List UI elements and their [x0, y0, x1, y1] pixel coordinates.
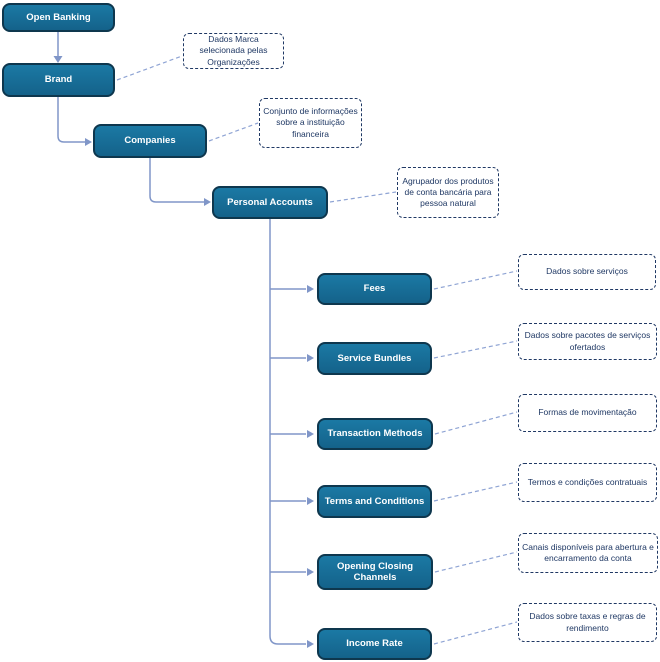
node-transaction-methods: Transaction Methods: [317, 418, 433, 450]
edge-companies-personal: [149, 158, 204, 203]
node-terms-and-conditions-label: Terms and Conditions: [324, 495, 425, 507]
node-terms-and-conditions: Terms and Conditions: [317, 485, 432, 518]
note-link-opening-closing: [434, 551, 518, 573]
edge-brand-companies: [57, 97, 86, 143]
node-companies-label: Companies: [124, 135, 176, 147]
note-link-service-bundles: [433, 340, 518, 359]
note-companies-text: Conjunto de informações sobre a institui…: [263, 106, 358, 139]
note-income-rate: Dados sobre taxas e regras de rendimento: [518, 603, 657, 642]
arrowhead-income-rate: [307, 640, 314, 648]
arrowhead-service-bundles: [307, 354, 314, 362]
arrowhead-transaction-methods: [307, 430, 314, 438]
arrowhead-terms: [307, 497, 314, 505]
edge-trunk-personal-children: [269, 219, 306, 645]
note-terms-and-conditions-text: Termos e condições contratuais: [527, 476, 648, 487]
note-companies: Conjunto de informações sobre a institui…: [259, 98, 362, 148]
node-brand-label: Brand: [44, 74, 73, 86]
arrowhead-fees: [307, 285, 314, 293]
node-income-rate-label: Income Rate: [346, 638, 403, 650]
note-opening-closing-channels: Canais disponíveis para abertura e encar…: [518, 533, 658, 573]
note-service-bundles: Dados sobre pacotes de serviços ofertado…: [518, 323, 657, 360]
note-link-fees: [433, 270, 518, 290]
note-personal-accounts-text: Agrupador dos produtos de conta bancária…: [402, 175, 494, 209]
node-service-bundles-label: Service Bundles: [337, 352, 412, 364]
node-fees: Fees: [317, 273, 432, 305]
note-service-bundles-text: Dados sobre pacotes de serviços ofertado…: [524, 330, 651, 352]
note-opening-closing-channels-text: Canais disponíveis para abertura e encar…: [522, 541, 654, 563]
note-fees: Dados sobre serviços: [518, 254, 656, 290]
node-personal-accounts-label: Personal Accounts: [227, 196, 313, 208]
node-brand: Brand: [2, 63, 115, 97]
node-opening-closing-channels-label: Opening Closing Channels: [337, 560, 413, 583]
note-income-rate-text: Dados sobre taxas e regras de rendimento: [529, 611, 646, 633]
node-fees-label: Fees: [363, 283, 386, 295]
node-service-bundles: Service Bundles: [317, 342, 432, 375]
node-transaction-methods-label: Transaction Methods: [327, 428, 423, 440]
note-link-terms: [433, 481, 518, 502]
note-transaction-methods-text: Formas de movimentação: [538, 407, 637, 418]
note-link-personal-accounts: [329, 191, 397, 203]
node-companies: Companies: [93, 124, 207, 158]
node-open-banking-label: Open Banking: [26, 11, 91, 23]
arrowhead-personal-accounts: [204, 198, 211, 206]
note-link-brand: [116, 55, 183, 81]
node-open-banking: Open Banking: [2, 3, 115, 32]
note-fees-text: Dados sobre serviços: [546, 266, 628, 277]
arrowhead-opening-closing: [307, 568, 314, 576]
note-link-income-rate: [433, 621, 518, 645]
note-terms-and-conditions: Termos e condições contratuais: [518, 463, 657, 502]
note-link-companies: [208, 122, 259, 142]
arrowhead-companies: [85, 138, 92, 146]
note-brand-text: Dados Marca selecionada pelas Organizaçõ…: [199, 34, 268, 67]
node-personal-accounts: Personal Accounts: [212, 186, 328, 219]
node-income-rate: Income Rate: [317, 628, 432, 660]
node-opening-closing-channels: Opening Closing Channels: [317, 554, 433, 590]
note-personal-accounts: Agrupador dos produtos de conta bancária…: [397, 167, 499, 218]
note-link-transaction-methods: [434, 411, 518, 435]
note-brand: Dados Marca selecionada pelas Organizaçõ…: [183, 33, 284, 69]
note-transaction-methods: Formas de movimentação: [518, 394, 657, 432]
arrowhead-brand: [53, 56, 63, 63]
